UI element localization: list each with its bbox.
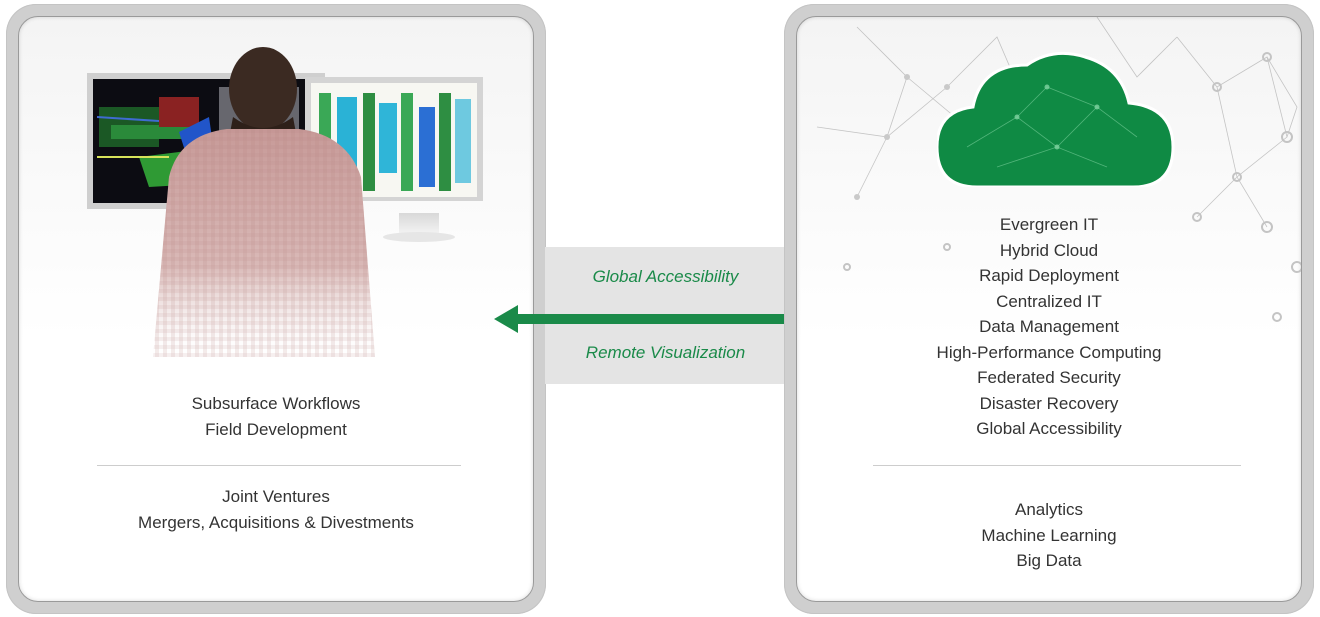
service-item: Federated Security bbox=[977, 368, 1121, 387]
global-accessibility-label: Global Accessibility bbox=[592, 267, 739, 286]
services-list: Evergreen IT Hybrid Cloud Rapid Deployme… bbox=[797, 212, 1301, 442]
person-at-workstation-illustration bbox=[87, 47, 483, 357]
service-item: Disaster Recovery bbox=[979, 393, 1119, 413]
service-item: Centralized IT bbox=[996, 291, 1102, 311]
cloud-panel-inner: Evergreen IT Hybrid Cloud Rapid Deployme… bbox=[796, 16, 1302, 602]
workflows-list: Subsurface Workflows Field Development bbox=[19, 391, 533, 442]
service-item: Evergreen IT bbox=[999, 215, 1099, 234]
workflow-item: Field Development bbox=[205, 419, 347, 439]
business-item: Joint Ventures bbox=[222, 487, 330, 506]
analytics-item: Big Data bbox=[1016, 551, 1082, 570]
service-item: Hybrid Cloud bbox=[999, 240, 1099, 260]
analytics-list: Analytics Machine Learning Big Data bbox=[797, 497, 1301, 574]
service-item: Global Accessibility bbox=[976, 419, 1122, 438]
person-figure bbox=[153, 47, 375, 357]
remote-visualization-label: Remote Visualization bbox=[585, 343, 746, 362]
analytics-item: Machine Learning bbox=[981, 525, 1117, 545]
right-monitor bbox=[305, 77, 483, 242]
right-divider bbox=[873, 465, 1241, 466]
workstation-panel: Subsurface Workflows Field Development J… bbox=[6, 4, 546, 614]
workflow-item: Subsurface Workflows bbox=[191, 394, 361, 413]
service-item: Data Management bbox=[979, 317, 1119, 336]
cloud-icon bbox=[937, 51, 1175, 187]
workstation-panel-inner: Subsurface Workflows Field Development J… bbox=[18, 16, 534, 602]
double-arrow-icon bbox=[494, 305, 836, 333]
service-item: High-Performance Computing bbox=[936, 342, 1162, 362]
analytics-item: Analytics bbox=[1014, 500, 1084, 519]
cloud-panel: Evergreen IT Hybrid Cloud Rapid Deployme… bbox=[784, 4, 1314, 614]
business-item: Mergers, Acquisitions & Divestments bbox=[138, 512, 414, 532]
left-divider bbox=[97, 465, 461, 466]
business-list: Joint Ventures Mergers, Acquisitions & D… bbox=[19, 484, 533, 535]
service-item: Rapid Deployment bbox=[979, 266, 1119, 285]
